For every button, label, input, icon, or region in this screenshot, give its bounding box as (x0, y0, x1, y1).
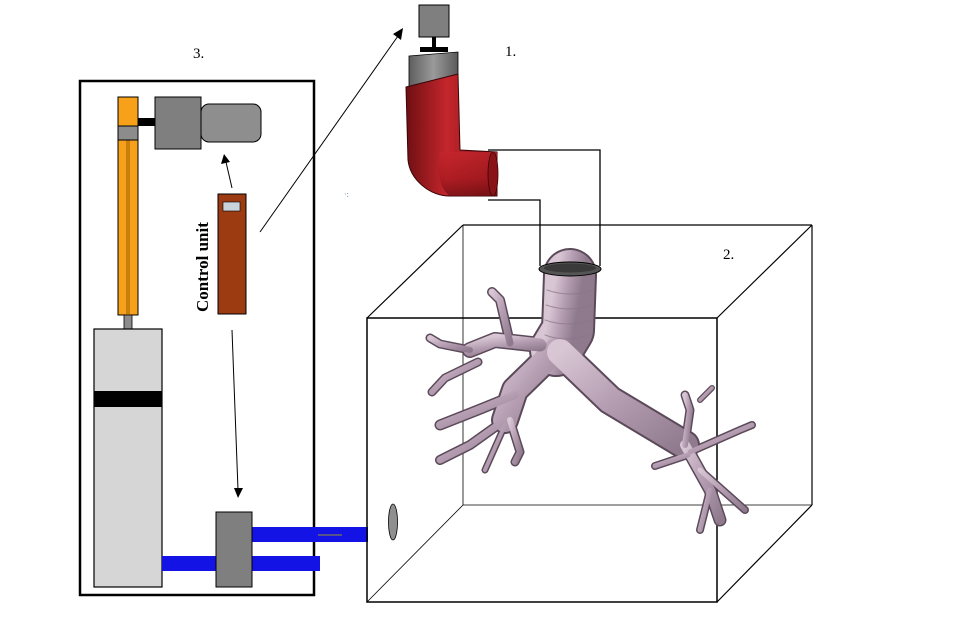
bronchial-tree-cast (425, 248, 756, 534)
valve-block (215, 511, 253, 588)
pump-system-box (78, 79, 316, 597)
piston-rail (117, 96, 139, 316)
control-unit-label: Control unit (193, 222, 212, 312)
signal-arrows (221, 28, 403, 498)
motor-icon (138, 96, 262, 150)
tubing (162, 527, 368, 571)
label-inhaler-number: 1. (505, 44, 516, 60)
label-system-number: 3. (193, 46, 204, 62)
label-lung-box-number: 2. (723, 247, 734, 263)
control-unit: Control unit (193, 193, 247, 315)
syringe-pump (93, 314, 163, 588)
inhaler-device (405, 4, 499, 197)
connector-duct (488, 149, 601, 266)
box-port (388, 503, 398, 541)
stray-mark: ·: (344, 190, 349, 199)
